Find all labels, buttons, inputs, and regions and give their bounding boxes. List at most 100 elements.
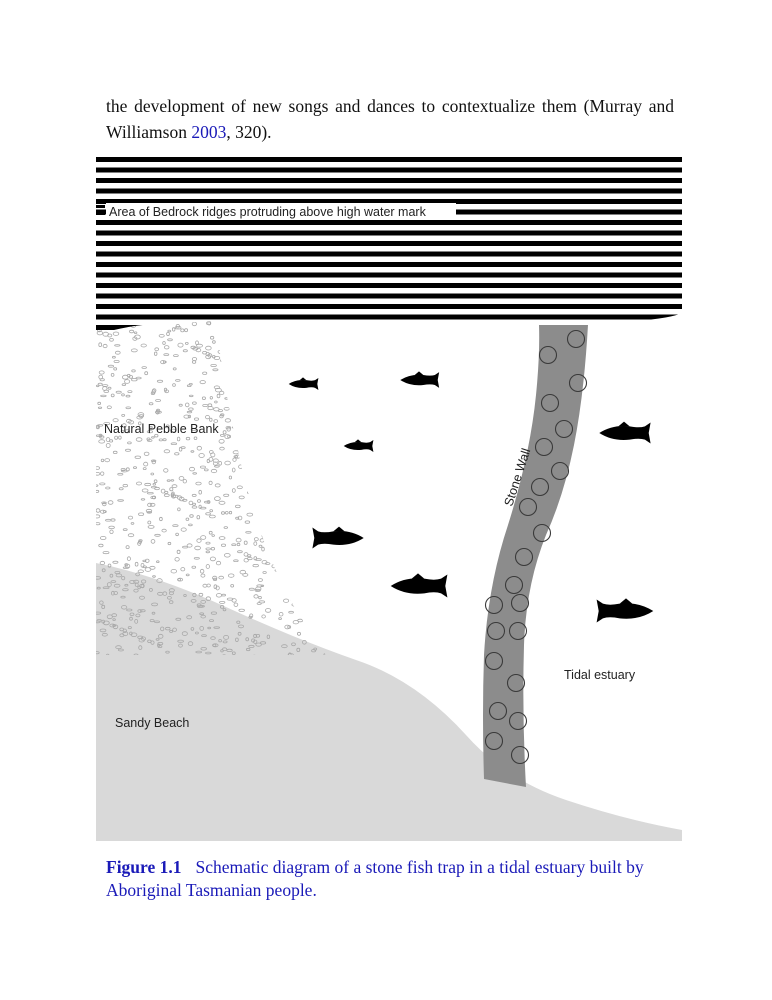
pebble	[96, 484, 99, 487]
pebble	[241, 423, 249, 427]
pebble	[153, 479, 158, 484]
pebble	[266, 490, 272, 494]
bedrock-stripe	[96, 157, 682, 162]
pebble	[192, 472, 197, 475]
pebble	[114, 570, 121, 574]
wall-rock	[510, 593, 530, 613]
pebble	[175, 379, 181, 382]
pebble	[243, 552, 249, 557]
pebble	[297, 458, 303, 463]
pebble	[294, 353, 301, 358]
pebble	[249, 489, 255, 493]
pebble	[262, 463, 267, 468]
pebble	[185, 517, 190, 521]
pebble	[137, 540, 142, 544]
pebble	[299, 457, 304, 462]
pebble	[107, 563, 112, 568]
pebble	[125, 467, 130, 472]
pebble	[281, 516, 288, 521]
pebble	[260, 340, 268, 345]
pebble	[96, 489, 100, 493]
pebble	[226, 648, 233, 652]
pebble	[119, 633, 125, 638]
pebble	[130, 522, 135, 525]
pebble	[113, 359, 120, 363]
pebble	[282, 559, 288, 563]
pebble	[208, 457, 214, 462]
pebble	[280, 484, 284, 489]
pebble	[178, 403, 183, 407]
pebble	[209, 417, 213, 422]
pebble	[162, 438, 167, 442]
body-text-before: the development of new songs and dances …	[106, 96, 674, 142]
pebble	[318, 428, 323, 433]
pebble	[233, 455, 238, 459]
pebble	[135, 376, 142, 380]
pebble	[310, 469, 317, 472]
pebble	[212, 575, 218, 580]
pebble	[147, 439, 153, 442]
pebble	[110, 580, 117, 583]
pebble	[317, 361, 322, 366]
pebble	[323, 379, 326, 382]
pebble	[245, 354, 249, 359]
pebble	[174, 452, 180, 456]
pebble	[225, 511, 229, 515]
body-paragraph: the development of new songs and dances …	[106, 93, 674, 145]
pebble	[147, 502, 153, 507]
pebble	[115, 573, 123, 578]
pebble	[154, 533, 161, 537]
pebble	[306, 423, 312, 428]
pebble	[251, 638, 256, 643]
pebble	[137, 609, 143, 613]
pebble	[121, 383, 127, 386]
pebble	[312, 331, 319, 336]
pebble	[101, 632, 108, 637]
pebble	[155, 410, 162, 414]
citation-link[interactable]: 2003	[191, 122, 227, 142]
pebble	[199, 625, 204, 631]
wall-rock	[484, 595, 504, 615]
pebble	[241, 368, 248, 372]
pebble	[281, 566, 288, 571]
pebble	[192, 360, 197, 364]
pebble	[307, 518, 312, 523]
pebble	[96, 651, 100, 655]
pebble	[202, 350, 207, 355]
pebble	[154, 486, 160, 491]
pebble	[132, 336, 138, 341]
wall-rock	[540, 393, 560, 413]
pebble	[99, 378, 105, 382]
pebble	[183, 414, 190, 419]
pebble	[262, 535, 267, 539]
pebble	[98, 342, 102, 348]
pebble	[250, 343, 257, 349]
pebble	[324, 524, 326, 529]
pebble	[264, 533, 270, 538]
pebble	[176, 549, 181, 554]
pebble	[235, 537, 242, 543]
pebble	[170, 569, 177, 574]
pebble	[258, 544, 263, 548]
pebble	[187, 641, 194, 646]
pebble	[244, 392, 251, 397]
pebble	[210, 363, 217, 367]
pebble	[129, 579, 136, 584]
wall-rock	[510, 745, 530, 765]
pebble	[255, 633, 261, 638]
pebble	[261, 467, 266, 470]
pebble	[112, 418, 119, 423]
pebble	[312, 448, 318, 452]
pebble	[124, 429, 131, 434]
pebble	[322, 415, 326, 419]
pebble	[324, 460, 326, 464]
pebble	[129, 329, 135, 334]
pebble	[240, 348, 245, 351]
pebble	[287, 582, 292, 586]
pebble	[276, 536, 280, 540]
pebble	[183, 593, 187, 597]
pebble	[255, 446, 259, 450]
pebble	[190, 450, 195, 453]
pebble	[190, 627, 195, 631]
pebble	[273, 449, 278, 454]
